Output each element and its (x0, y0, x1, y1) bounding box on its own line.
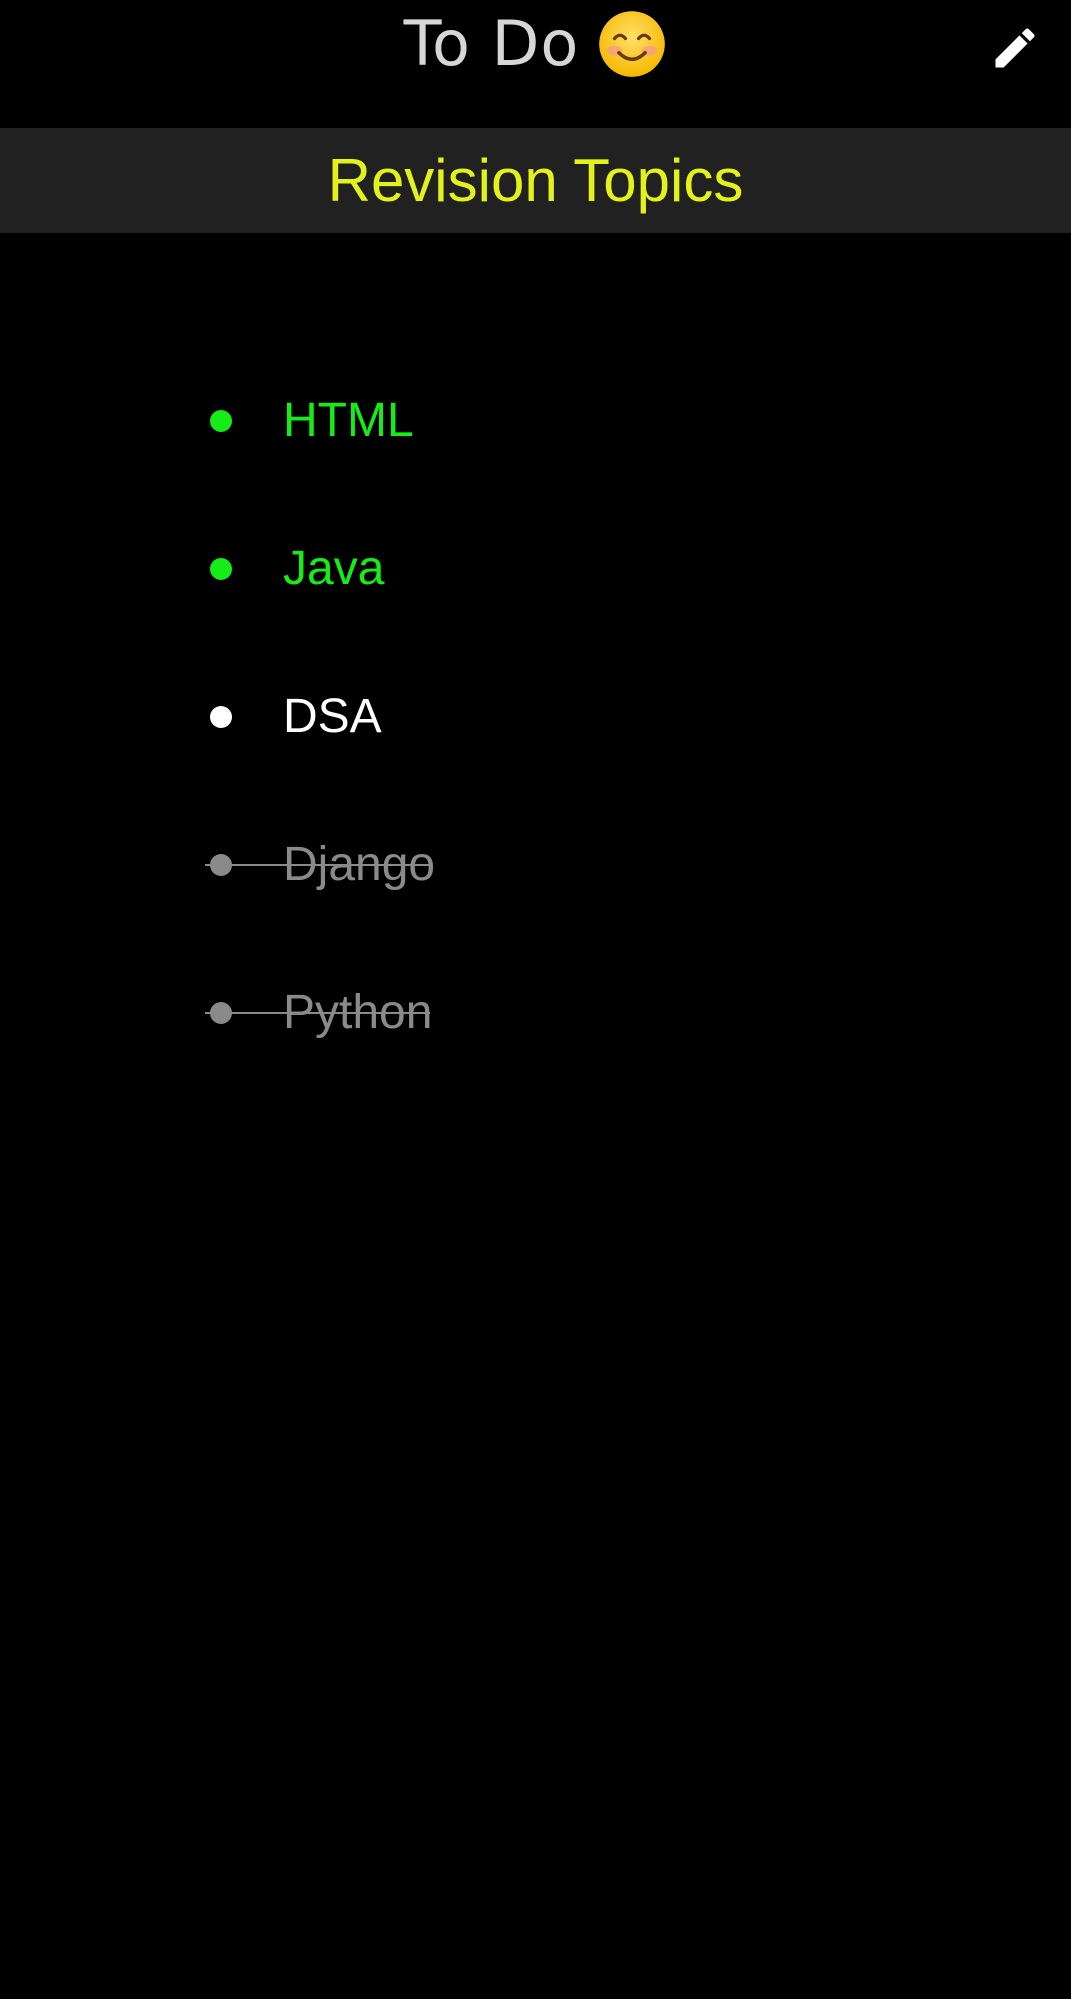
task-item-django[interactable]: Django (205, 825, 435, 905)
app-title: To Do (0, 6, 1071, 82)
task-label: Java (283, 542, 385, 595)
section-header: Revision Topics (0, 128, 1071, 233)
task-item-dsa[interactable]: DSA (205, 677, 382, 757)
task-bullet-icon (210, 706, 232, 728)
strikethrough-line (205, 864, 430, 866)
edit-button[interactable] (987, 20, 1043, 76)
task-item-html[interactable]: HTML (205, 381, 414, 461)
pencil-icon (995, 28, 1035, 68)
section-title: Revision Topics (327, 146, 744, 214)
top-bar: To Do (0, 0, 1071, 128)
task-label: DSA (283, 690, 382, 743)
task-item-python[interactable]: Python (205, 973, 432, 1053)
smiling-face-emoji-icon (599, 11, 666, 77)
task-bullet-icon (210, 558, 232, 580)
app-title-text: To Do (403, 7, 580, 80)
task-item-java[interactable]: Java (205, 529, 384, 609)
task-bullet-icon (210, 410, 232, 432)
strikethrough-line (205, 1012, 430, 1014)
task-label: HTML (283, 394, 414, 447)
